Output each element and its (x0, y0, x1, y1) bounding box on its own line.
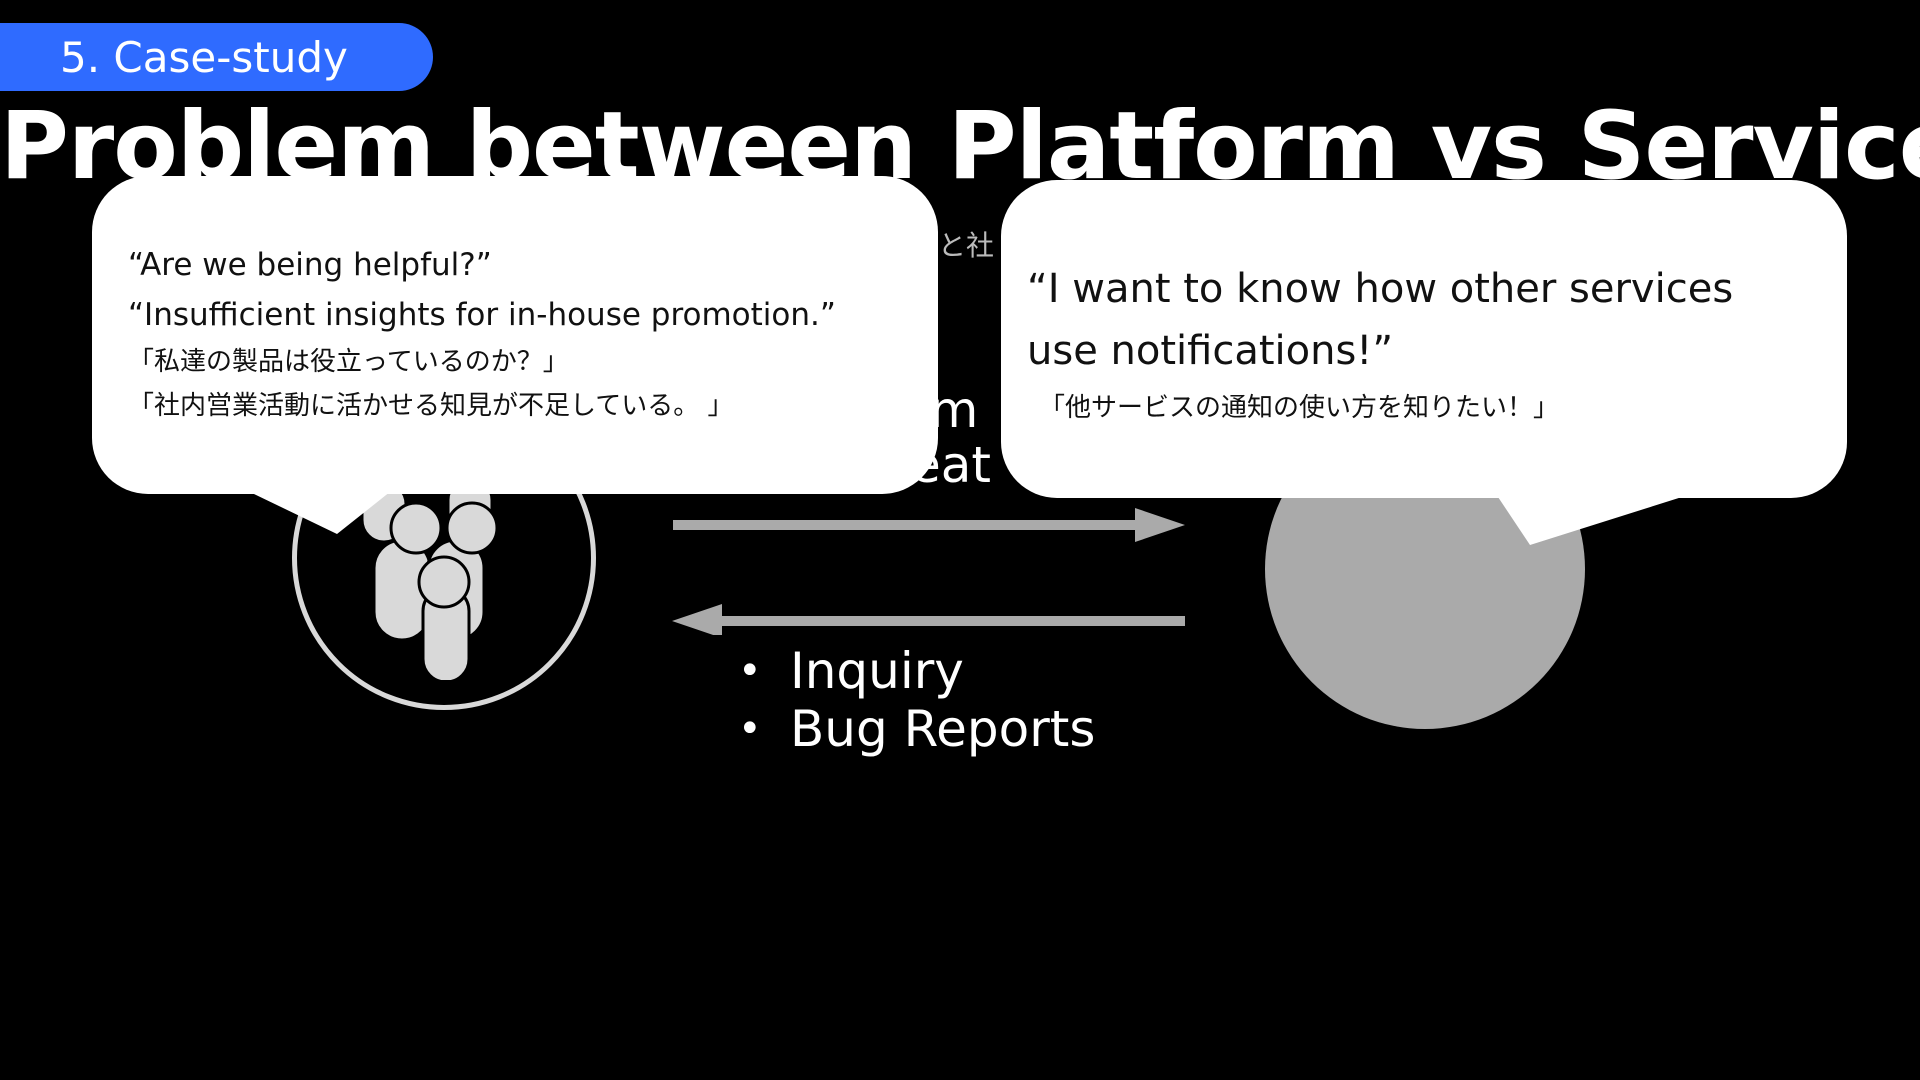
team-quote-line: “Insufficient insights for in-house prom… (128, 297, 836, 333)
list-item-label: Inquiry (790, 642, 964, 700)
team-speech-bubble: “Are we being helpful?” “Insufficient in… (92, 176, 938, 494)
flow-arrows (672, 508, 1185, 635)
team-quote-line-ja: 「私達の製品は役立っているのか？」 (128, 347, 569, 377)
team-people-icon (360, 476, 499, 680)
feedback-list: • Inquiry • Bug Reports (738, 642, 1095, 758)
service-quote-line-ja: 「他サービスの通知の使い方を知りたい！」 (1039, 393, 1560, 423)
team-quote-line-ja: 「社内営業活動に活かせる知見が不足している。 」 (128, 391, 734, 421)
list-item-label: Bug Reports (790, 700, 1096, 758)
service-bubble-tail (1490, 485, 1720, 545)
arrow-left-icon (672, 604, 1185, 635)
arrow-right-icon (673, 508, 1185, 542)
service-quote-line: “I want to know how other services (1027, 266, 1734, 312)
service-quote-line: use notifications!” (1027, 328, 1394, 374)
bullet-icon: • (738, 706, 762, 752)
list-item: • Inquiry (738, 642, 1095, 700)
bullet-icon: • (738, 648, 762, 694)
team-quote-line: “Are we being helpful?” (128, 247, 492, 283)
service-speech-bubble: “I want to know how other services use n… (1001, 180, 1847, 498)
section-tab-label: 5. Case-study (60, 32, 348, 82)
section-tab: 5. Case-study (0, 23, 433, 91)
list-item: • Bug Reports (738, 700, 1095, 758)
